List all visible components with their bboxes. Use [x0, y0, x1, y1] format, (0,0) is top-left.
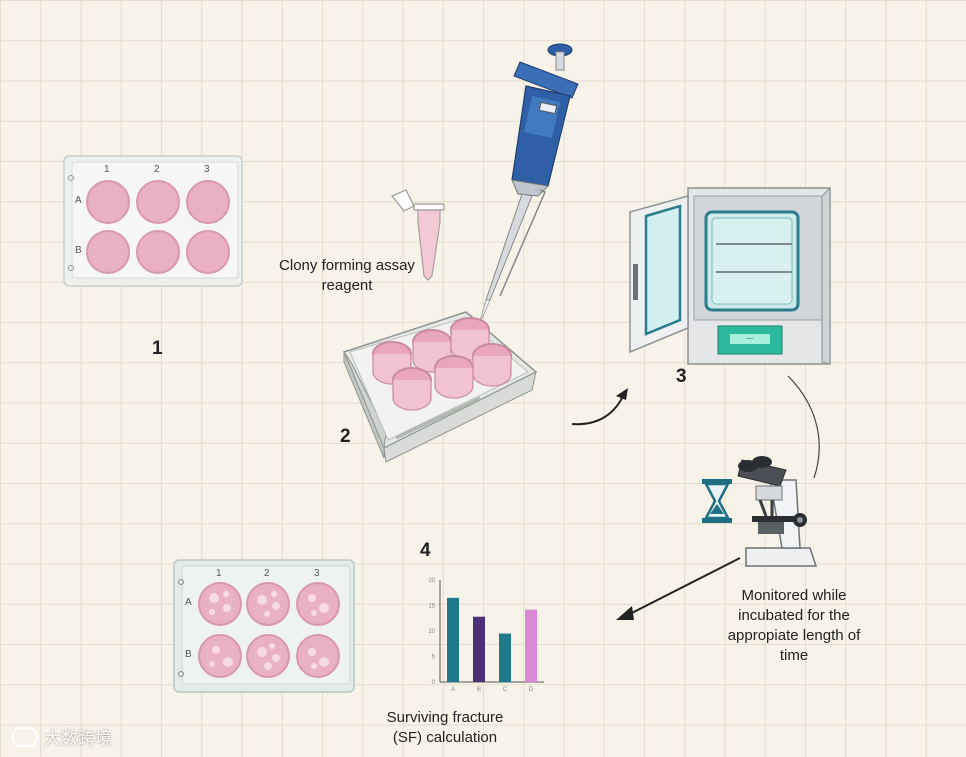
- y-tick-label: 5: [432, 655, 436, 661]
- watermark-logo-icon: [12, 726, 38, 747]
- monitor-label-line-2: incubated for the: [738, 607, 850, 624]
- incubator-display: —: [746, 335, 754, 342]
- bar-D: [525, 609, 537, 682]
- plate-1-body: [63, 155, 243, 287]
- plate-1-row-b: B: [75, 245, 82, 256]
- plate-1-row-a: A: [75, 195, 82, 206]
- bar-A: [447, 597, 459, 682]
- reagent-label-line-1: Clony forming assay: [279, 257, 415, 274]
- plate-2-wells: [372, 317, 512, 411]
- plate-4: 1 2 3 A B: [172, 558, 356, 694]
- reagent-label: Clony forming assay reagent: [262, 256, 432, 296]
- watermark: 大数跨境: [12, 724, 112, 749]
- plate-1-col-1: 1: [104, 164, 110, 175]
- step-3-number: 3: [676, 366, 687, 387]
- watermark-text: 大数跨境: [44, 729, 112, 749]
- step-1-number: 1: [152, 338, 163, 359]
- y-tick-label: 20: [428, 578, 435, 584]
- x-tick-label: A: [451, 687, 455, 693]
- sf-label: Surviving fracture (SF) calculation: [360, 708, 530, 748]
- sf-label-line-1: Surviving fracture: [386, 709, 504, 726]
- y-tick-label: 15: [428, 604, 435, 610]
- plate-1: 1 2 3 A B: [62, 154, 244, 288]
- reagent-label-line-2: reagent: [321, 277, 373, 294]
- plate-1-col-2: 2: [154, 164, 160, 175]
- sf-label-line-2: (SF) calculation: [392, 729, 498, 746]
- x-tick-label: D: [529, 687, 534, 693]
- plate-4-col-2: 2: [264, 568, 270, 579]
- monitor-label-line-1: Monitored while: [741, 587, 847, 604]
- plate-4-body: [173, 559, 355, 693]
- step-4-number: 4: [420, 540, 431, 561]
- colonies: [209, 591, 329, 670]
- y-tick-label: 0: [432, 680, 436, 686]
- monitor-label: Monitored while incubated for the approp…: [700, 586, 888, 666]
- bar-B: [473, 616, 485, 682]
- x-tick-label: B: [477, 687, 481, 693]
- plate-4-col-3: 3: [314, 568, 320, 579]
- x-tick-label: C: [503, 687, 508, 693]
- plate-1-wells: [86, 180, 230, 274]
- monitor-label-line-3: appropiate length of: [727, 627, 861, 644]
- bar-C: [499, 633, 511, 682]
- plate-4-row-b: B: [185, 649, 192, 660]
- plate-4-row-a: A: [185, 597, 192, 608]
- monitor-label-line-4: time: [779, 647, 809, 664]
- plate-1-col-3: 3: [204, 164, 210, 175]
- step-2-number: 2: [340, 426, 351, 447]
- y-tick-label: 10: [428, 629, 435, 635]
- plate-4-wells: [198, 582, 340, 678]
- plate-4-col-1: 1: [216, 568, 222, 579]
